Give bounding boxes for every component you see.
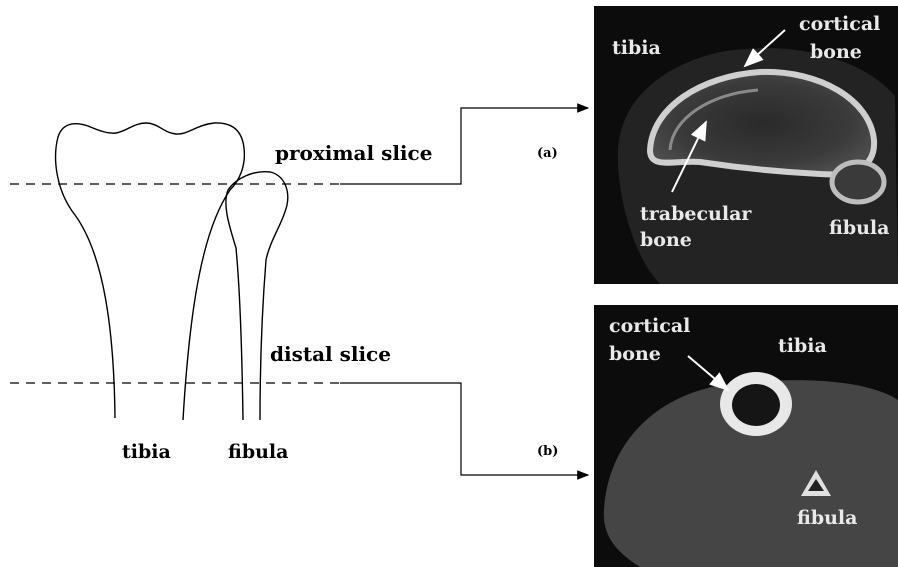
panel-a-trabecular-line1: trabecular [640, 203, 752, 225]
panel-b-tibia-label: tibia [778, 335, 827, 357]
tibia-label: tibia [122, 441, 171, 463]
ct-panel-a: tibia cortical bone trabecular bone fibu… [594, 6, 898, 284]
panel-a-tibia-label: tibia [612, 37, 661, 59]
proximal-slice-label: proximal slice [275, 141, 432, 165]
bone-schematic [56, 123, 288, 420]
distal-slice-label: distal slice [270, 342, 391, 366]
fibula-label: fibula [228, 441, 288, 463]
tibia-outline [56, 123, 245, 420]
panel-a-trabecular-line2: bone [640, 229, 692, 251]
panel-a-fibula-label: fibula [829, 217, 889, 239]
panel-a-cortical-line2: bone [810, 41, 862, 63]
panel-b-fibula-label: fibula [797, 507, 857, 529]
arrow-to-panel-b [340, 383, 588, 475]
panel-b-tag: (b) [537, 444, 558, 459]
panel-a-tag: (a) [537, 146, 558, 161]
panel-b-cortical-line1: cortical [609, 315, 690, 337]
panel-b-cortical-line2: bone [609, 343, 661, 365]
ct-panel-b: cortical bone tibia fibula [594, 305, 898, 567]
panel-a-cortical-line1: cortical [799, 13, 880, 35]
